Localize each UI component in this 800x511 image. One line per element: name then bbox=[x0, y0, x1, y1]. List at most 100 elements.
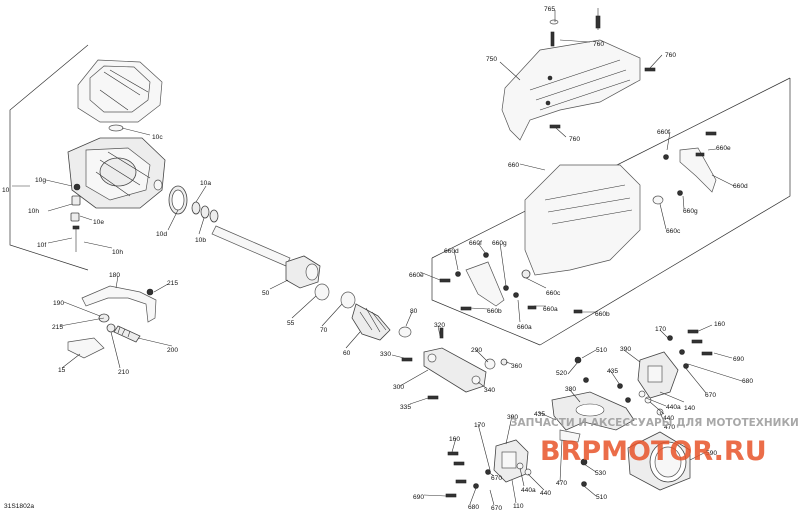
coupling-50 bbox=[285, 255, 321, 289]
callout-label-l320: 320 bbox=[434, 322, 445, 329]
callout-label-l180: 180 bbox=[109, 272, 120, 279]
callout-label-l335: 335 bbox=[400, 404, 411, 411]
watermark-slogan: ЗАПЧАСТИ И АКСЕССУАРЫ ДЛЯ МОТОТЕХНИКИ bbox=[510, 417, 799, 429]
callout-label-l10g: 10g bbox=[35, 177, 46, 184]
callout-label-l660c_b: 660c bbox=[546, 290, 561, 297]
callout-label-l660g_b: 660g bbox=[492, 240, 507, 247]
boot-60 bbox=[351, 303, 391, 341]
callout-label-l660e_b: 660e bbox=[409, 272, 424, 279]
callout-label-l510b: 510 bbox=[596, 494, 607, 501]
callout-label-l10a: 10a bbox=[200, 180, 211, 187]
callout-label-l390b: 390 bbox=[507, 414, 518, 421]
callout-label-l435a: 435 bbox=[607, 368, 618, 375]
callout-label-l440a: 440a bbox=[666, 404, 681, 411]
callout-label-l290: 290 bbox=[471, 347, 482, 354]
callout-label-l10h_b: 10h bbox=[112, 249, 123, 256]
callout-label-l50: 50 bbox=[262, 290, 270, 297]
callout-label-l660f_t: 660f bbox=[657, 129, 670, 136]
leader-lines bbox=[12, 10, 743, 506]
callout-label-l10f: 10f bbox=[37, 242, 46, 249]
clamp-55 bbox=[314, 283, 330, 301]
callout-label-l660a_r: 660a bbox=[543, 306, 558, 313]
callout-label-l380: 380 bbox=[565, 386, 576, 393]
callout-label-l330: 330 bbox=[380, 351, 391, 358]
callout-label-l660c_t: 660c bbox=[666, 228, 681, 235]
clamp-70 bbox=[340, 291, 356, 309]
callout-label-l660f_b: 660f bbox=[469, 240, 482, 247]
callout-label-l170b: 170 bbox=[474, 422, 485, 429]
callout-label-l10e: 10e bbox=[93, 219, 104, 226]
drive-shaft bbox=[211, 225, 291, 267]
callout-label-l140: 140 bbox=[684, 405, 695, 412]
watermark-brand: BRPMOTOR.RU bbox=[540, 436, 767, 467]
callout-label-l510a: 510 bbox=[596, 347, 607, 354]
callout-label-l10: 10 bbox=[2, 187, 10, 194]
callout-label-l440a_b: 440a bbox=[521, 487, 536, 494]
mount-390 bbox=[574, 329, 713, 416]
callout-label-l470a: 470 bbox=[664, 424, 675, 431]
callout-label-l690b: 690 bbox=[413, 494, 424, 501]
callout-label-l435b: 435 bbox=[534, 411, 545, 418]
supercharger-small-parts bbox=[70, 124, 219, 252]
callout-label-l360: 360 bbox=[511, 363, 522, 370]
callout-label-l160a: 160 bbox=[714, 321, 725, 328]
callout-label-l440_b: 440 bbox=[540, 490, 551, 497]
callout-label-l680: 680 bbox=[742, 378, 753, 385]
callout-label-l110: 110 bbox=[513, 503, 524, 510]
callout-label-l670c: 670 bbox=[491, 505, 502, 511]
callout-label-l660a_l: 660a bbox=[517, 324, 532, 331]
callout-label-l670b: 670 bbox=[491, 475, 502, 482]
callout-label-l190: 190 bbox=[53, 300, 64, 307]
callout-label-l660d_t: 660d bbox=[733, 183, 748, 190]
watermark: ЗАПЧАСТИ И АКСЕССУАРЫ ДЛЯ МОТОТЕХНИКИ BR… bbox=[510, 417, 799, 467]
callout-label-l590: 590 bbox=[706, 450, 717, 457]
callout-label-l680b: 680 bbox=[468, 504, 479, 511]
callout-label-l760c: 760 bbox=[569, 136, 580, 143]
diagram-id: 31S1802a bbox=[4, 503, 34, 510]
callout-label-l660d_b: 660d bbox=[444, 248, 459, 255]
callout-label-l300: 300 bbox=[393, 384, 404, 391]
callout-label-l660b_l: 660b bbox=[487, 308, 502, 315]
callout-label-l660: 660 bbox=[508, 162, 519, 169]
callout-label-l690a: 690 bbox=[733, 356, 744, 363]
callout-label-l760a: 760 bbox=[593, 41, 604, 48]
supercharger-cover bbox=[77, 59, 163, 123]
callout-label-l15: 15 bbox=[58, 367, 66, 374]
callout-label-l660b_r: 660b bbox=[595, 311, 610, 318]
callout-label-l170a: 170 bbox=[655, 326, 666, 333]
callout-label-l765: 765 bbox=[544, 6, 555, 13]
callout-label-l55: 55 bbox=[287, 320, 295, 327]
bracket-380 bbox=[551, 391, 635, 431]
callout-label-l10b: 10b bbox=[195, 237, 206, 244]
callout-label-l750: 750 bbox=[486, 56, 497, 63]
supercharger-housing bbox=[67, 137, 166, 209]
callout-label-l210: 210 bbox=[118, 369, 129, 376]
callout-label-l670a: 670 bbox=[705, 392, 716, 399]
callout-labels: 765 760 750 760 760 10c 660f 660e 660 10 10g 10a 660… bbox=[2, 6, 753, 511]
callout-label-l660e_t: 660e bbox=[716, 145, 731, 152]
callout-label-l200: 200 bbox=[167, 347, 178, 354]
callout-label-l10d: 10d bbox=[156, 231, 167, 238]
callout-label-l760b: 760 bbox=[665, 52, 676, 59]
intake-tube bbox=[67, 285, 157, 359]
housing-660 bbox=[439, 131, 717, 314]
callout-label-l530: 530 bbox=[595, 470, 606, 477]
callout-label-l340: 340 bbox=[484, 387, 495, 394]
cover-750 bbox=[501, 8, 656, 141]
callout-label-l10h_a: 10h bbox=[28, 208, 39, 215]
callout-label-l470b: 470 bbox=[556, 480, 567, 487]
callout-label-l440b: 440 bbox=[663, 415, 674, 422]
callout-label-l215b: 215 bbox=[52, 324, 63, 331]
callout-label-l390a: 390 bbox=[620, 346, 631, 353]
callout-label-l160b: 160 bbox=[449, 436, 460, 443]
link-arm-300 bbox=[401, 327, 508, 400]
callout-label-l10c: 10c bbox=[152, 134, 163, 141]
callout-label-l215a: 215 bbox=[167, 280, 178, 287]
callout-label-l80: 80 bbox=[410, 308, 418, 315]
callout-label-l660g_t: 660g bbox=[683, 208, 698, 215]
callout-label-l70: 70 bbox=[320, 327, 328, 334]
duct-590 bbox=[627, 431, 691, 491]
callout-label-l60: 60 bbox=[343, 350, 351, 357]
